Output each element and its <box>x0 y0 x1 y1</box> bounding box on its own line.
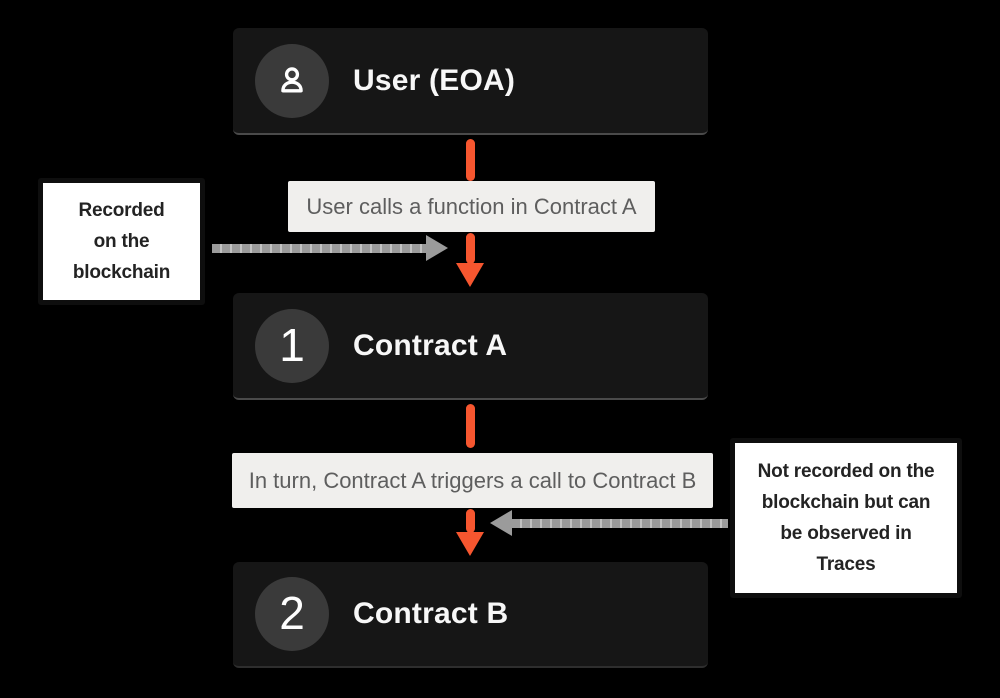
gray-arrow-right-segment <box>512 519 728 528</box>
node-contract-a: 1 Contract A <box>233 293 708 400</box>
annotation-recorded-on-chain: Recorded on the blockchain <box>38 178 205 305</box>
node-contract-b: 2 Contract B <box>233 562 708 668</box>
arrow-a-to-b-segment <box>466 509 475 533</box>
left-arrow-head-icon <box>490 510 512 536</box>
right-arrow-head-icon <box>426 235 448 261</box>
arrow-user-to-a-segment <box>466 233 475 264</box>
node-user-eoa: User (EOA) <box>233 28 708 135</box>
annotation-line: blockchain but can <box>761 492 931 513</box>
flow-label-user-call: User calls a function in Contract A <box>288 181 655 232</box>
annotation-line: Recorded <box>78 200 165 221</box>
annotation-line: Not recorded on the <box>757 461 935 482</box>
annotation-not-recorded-traces: Not recorded on the blockchain but can b… <box>730 438 962 598</box>
annotation-line: Traces <box>816 554 876 575</box>
user-avatar <box>255 43 329 118</box>
flow-label-contract-call: In turn, Contract A triggers a call to C… <box>232 453 713 508</box>
annotation-line: blockchain <box>72 262 171 283</box>
node-user-label: User (EOA) <box>353 63 516 97</box>
gray-arrow-left-segment <box>212 244 426 253</box>
node-contract-a-label: Contract A <box>353 328 508 362</box>
step-1-number: 1 <box>279 318 305 371</box>
user-icon <box>281 66 303 92</box>
annotation-line: on the <box>93 231 150 252</box>
down-arrow-head-icon <box>456 532 484 556</box>
node-contract-b-label: Contract B <box>353 597 509 630</box>
arrow-user-to-a-segment <box>466 139 475 181</box>
step-2-number: 2 <box>279 587 305 639</box>
step-2-badge: 2 <box>255 577 329 651</box>
arrow-a-to-b-segment <box>466 404 475 448</box>
annotation-line: be observed in <box>780 523 912 544</box>
step-1-badge: 1 <box>255 308 329 383</box>
down-arrow-head-icon <box>456 263 484 287</box>
